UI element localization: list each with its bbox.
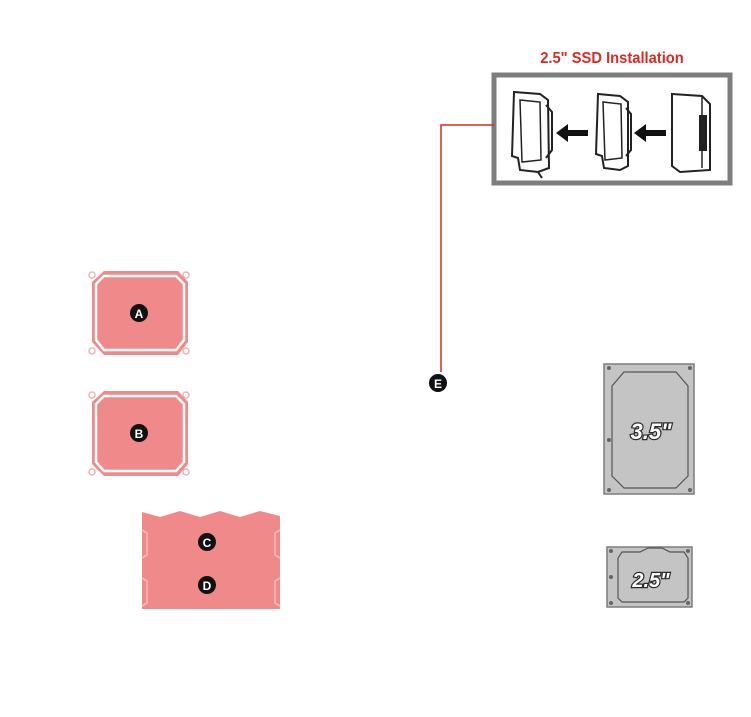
drive-2-5-icon: 2.5" xyxy=(606,546,693,608)
ssd-installation-panel xyxy=(491,72,733,186)
ssd-installation-title: 2.5" SSD Installation xyxy=(540,50,684,67)
drive-3-5-label: 3.5" xyxy=(630,419,672,444)
marker-d-label: D xyxy=(203,579,212,593)
marker-a-label: A xyxy=(135,307,144,321)
panel-frame xyxy=(491,72,733,186)
marker-c xyxy=(198,533,216,551)
marker-e-label: E xyxy=(434,377,442,391)
drive-bay-a: A xyxy=(88,271,190,355)
marker-e: E xyxy=(429,374,447,392)
left-arrow-icon xyxy=(634,124,666,142)
marker-b-label: B xyxy=(135,427,144,441)
drive-bay-cd: C D xyxy=(141,511,281,609)
tray-with-ssd-icon xyxy=(510,90,553,179)
marker-c-label: C xyxy=(203,536,212,550)
drive-bay-b: B xyxy=(88,391,190,476)
marker-d xyxy=(198,576,216,594)
drive-3-5-icon: 3.5" xyxy=(603,363,695,495)
leader-line xyxy=(440,124,494,372)
drive-2-5-label: 2.5" xyxy=(631,570,670,592)
empty-tray-icon xyxy=(594,92,632,172)
left-arrow-icon xyxy=(556,124,588,142)
ssd-drive-icon xyxy=(671,92,711,174)
marker-a xyxy=(130,304,148,322)
marker-b xyxy=(130,424,148,442)
